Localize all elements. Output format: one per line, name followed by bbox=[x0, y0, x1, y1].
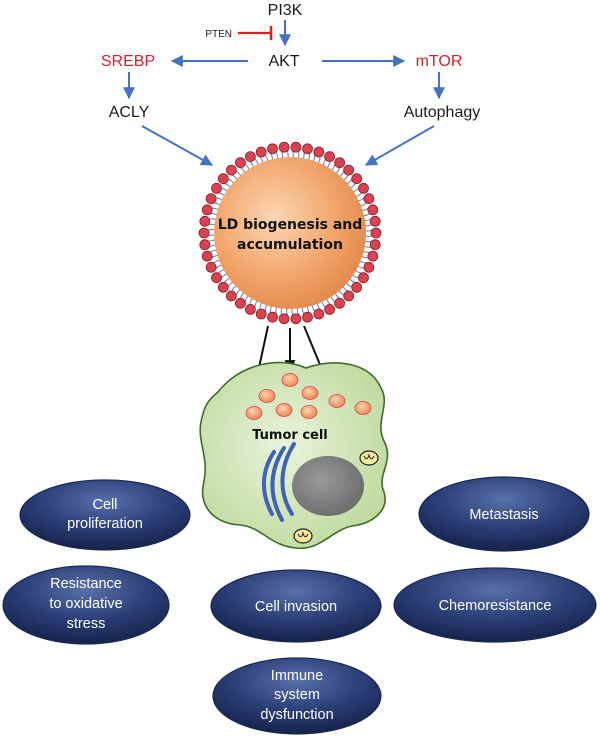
phospholipid-head bbox=[255, 308, 267, 320]
phospholipid-head bbox=[199, 215, 211, 227]
mtor-label: mTOR bbox=[416, 53, 463, 70]
phospholipid-head bbox=[278, 313, 290, 325]
phospholipid-head bbox=[234, 157, 246, 169]
phospholipid-head bbox=[211, 272, 222, 284]
phospholipid-head bbox=[290, 141, 302, 153]
small-lipid-droplet bbox=[300, 405, 318, 419]
phospholipid-heads bbox=[198, 141, 382, 325]
outcome-text-line: Cell bbox=[93, 497, 118, 513]
outcome-cell-invasion: Cell invasion bbox=[210, 569, 382, 643]
droplet-label-line1: LD biogenesis and bbox=[218, 217, 363, 233]
phospholipid-head bbox=[313, 308, 325, 320]
outcome-text-line: proliferation bbox=[67, 516, 143, 532]
phospholipid-head bbox=[324, 151, 336, 163]
akt-label: AKT bbox=[268, 53, 299, 70]
phospholipid-head bbox=[211, 182, 222, 194]
outcome-resistance-oxidative-stress: Resistance to oxidative stress bbox=[2, 565, 170, 645]
phospholipid-head bbox=[343, 290, 355, 302]
lipid-droplet: LD biogenesis and accumulation bbox=[198, 141, 382, 325]
phospholipid-head bbox=[358, 182, 369, 194]
outcome-text-line: Chemoresistance bbox=[439, 598, 552, 614]
outcome-text-line: Immune bbox=[271, 668, 323, 684]
phospholipid-head bbox=[278, 141, 290, 153]
phospholipid-head bbox=[369, 239, 381, 251]
phospholipid-head bbox=[225, 164, 237, 176]
phospholipid-head bbox=[363, 193, 375, 205]
acly-to-droplet-arrow bbox=[141, 125, 214, 166]
phospholipid-head bbox=[244, 151, 256, 163]
phospholipid-head bbox=[324, 303, 336, 315]
phospholipid-head bbox=[201, 250, 213, 262]
phospholipid-head bbox=[201, 204, 213, 216]
outcome-text-line: system bbox=[274, 687, 320, 703]
phospholipid-head bbox=[267, 143, 278, 155]
pi3k-label: PI3K bbox=[268, 2, 303, 19]
phospholipid-head bbox=[302, 143, 313, 155]
small-lipid-droplet bbox=[281, 373, 299, 387]
phospholipid-head bbox=[363, 261, 375, 273]
outcome-metastasis: Metastasis bbox=[418, 476, 590, 552]
outcome-text-line: Cell invasion bbox=[255, 599, 337, 615]
tumor-cell: Tumor cell bbox=[199, 361, 389, 549]
phospholipid-head bbox=[205, 193, 217, 205]
phospholipid-head bbox=[217, 281, 229, 293]
phospholipid-head bbox=[370, 227, 382, 239]
outcome-text-line: Metastasis bbox=[469, 507, 538, 523]
nucleus bbox=[292, 456, 364, 516]
outcome-cell-proliferation: Cell proliferation bbox=[19, 479, 191, 551]
phospholipid-head bbox=[234, 297, 246, 309]
phospholipid-head bbox=[290, 313, 302, 325]
outcome-chemoresistance: Chemoresistance bbox=[393, 567, 597, 643]
phospholipid-head bbox=[334, 297, 346, 309]
phospholipid-head bbox=[302, 311, 313, 323]
phospholipid-head bbox=[217, 173, 229, 185]
phospholipid-head bbox=[267, 311, 278, 323]
tumor-cell-membrane bbox=[199, 361, 389, 549]
phospholipid-head bbox=[198, 227, 210, 239]
droplet-label-line2: accumulation bbox=[237, 237, 343, 253]
outcome-text-line: Resistance bbox=[50, 576, 122, 592]
phospholipid-head bbox=[225, 290, 237, 302]
autophagy-to-droplet-arrow bbox=[364, 125, 435, 166]
outcome-text-line: to oxidative bbox=[49, 596, 122, 612]
acly-label: ACLY bbox=[109, 104, 150, 121]
endoplasmic-reticulum bbox=[261, 442, 296, 522]
phospholipid-head bbox=[244, 303, 256, 315]
outcome-text-line: stress bbox=[67, 616, 106, 632]
small-lipid-droplet bbox=[301, 386, 319, 400]
phospholipid-head bbox=[351, 281, 363, 293]
tumor-cell-label: Tumor cell bbox=[252, 428, 328, 443]
phospholipid-head bbox=[358, 272, 369, 284]
mitochondrion-icon bbox=[359, 450, 379, 466]
phospholipid-head bbox=[199, 239, 211, 251]
phospholipid-head bbox=[205, 261, 217, 273]
autophagy-label: Autophagy bbox=[404, 104, 481, 121]
pten-label: PTEN bbox=[205, 29, 232, 40]
phospholipid-head bbox=[367, 204, 379, 216]
outcome-text-line: dysfunction bbox=[260, 707, 333, 723]
mitochondrion-icon bbox=[293, 528, 313, 544]
srebp-label: SREBP bbox=[101, 53, 155, 70]
phospholipid-head bbox=[351, 173, 363, 185]
phospholipid-head bbox=[334, 157, 346, 169]
small-lipid-droplet bbox=[258, 389, 276, 403]
intracellular-lipid-droplets bbox=[245, 373, 372, 420]
small-lipid-droplet bbox=[275, 403, 293, 417]
phospholipid-head bbox=[343, 164, 355, 176]
small-lipid-droplet bbox=[354, 401, 372, 415]
phospholipid-head bbox=[367, 250, 379, 262]
small-lipid-droplet bbox=[245, 406, 263, 420]
phospholipid-head bbox=[369, 215, 381, 227]
outcome-immune-system-dysfunction: Immune system dysfunction bbox=[212, 657, 382, 735]
lipid-droplet-core bbox=[214, 157, 366, 309]
small-lipid-droplet bbox=[328, 394, 346, 408]
phospholipid-head bbox=[255, 146, 267, 158]
phospholipid-head bbox=[313, 146, 325, 158]
